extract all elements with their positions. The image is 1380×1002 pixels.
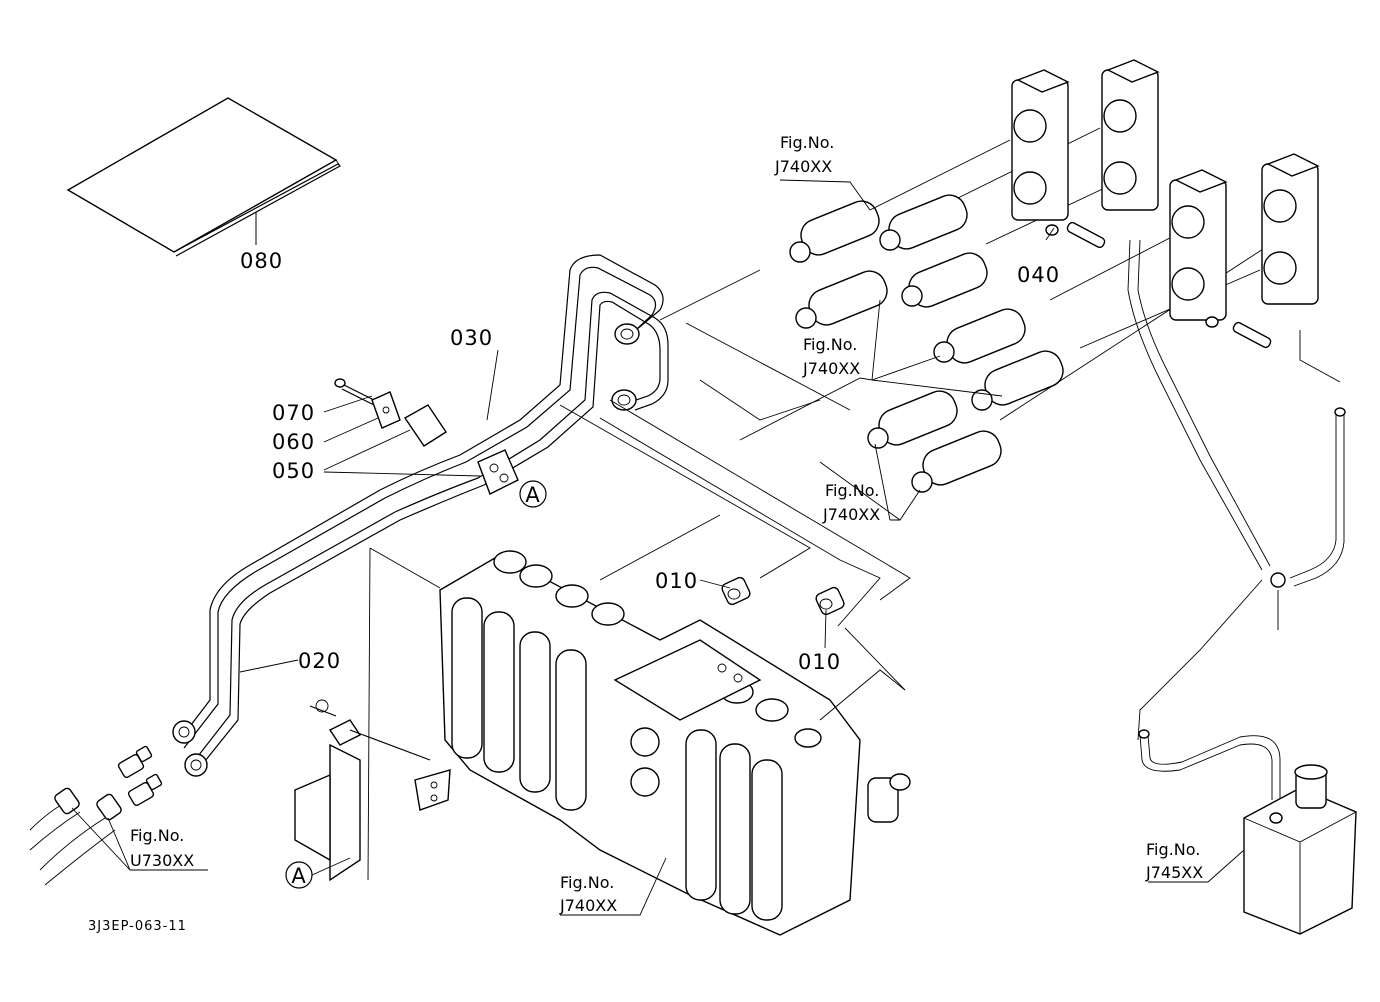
fig-ref-2[interactable]: Fig.No. J740XX — [802, 335, 860, 378]
svg-text:U730XX: U730XX — [130, 851, 194, 870]
valve-spools — [451, 597, 783, 921]
label-070: 070 — [272, 401, 315, 425]
drawing-code: 3J3EP-063-11 — [88, 919, 187, 934]
part-080-manual[interactable] — [66, 97, 341, 257]
label-060: 060 — [272, 430, 315, 454]
coupler-7 — [867, 390, 958, 449]
callout-a-bottom: A — [285, 857, 351, 889]
label-050: 050 — [272, 459, 315, 483]
housing-4 — [1261, 153, 1320, 305]
control-valve-block[interactable] — [439, 550, 911, 936]
label-040: 040 — [1017, 263, 1060, 287]
label-010-a: 010 — [655, 569, 698, 593]
housing-2 — [1101, 59, 1160, 211]
fig-ref-5[interactable]: Fig.No. U730XX — [130, 826, 194, 870]
fig-ref-1[interactable]: Fig.No. J740XX — [774, 133, 834, 176]
coupler-8 — [911, 430, 1002, 493]
svg-text:Fig.No.: Fig.No. — [825, 481, 879, 500]
svg-text:J740XX: J740XX — [802, 359, 860, 378]
svg-text:Fig.No.: Fig.No. — [780, 133, 834, 152]
svg-text:Fig.No.: Fig.No. — [560, 873, 614, 892]
part-040-pins[interactable] — [1045, 221, 1272, 349]
label-020: 020 — [298, 649, 341, 673]
hoses-u730xx — [29, 745, 163, 886]
coupler-3 — [795, 270, 888, 329]
svg-text:J745XX: J745XX — [1145, 863, 1203, 882]
part-010-adapter-b[interactable] — [814, 586, 845, 616]
leader-lines — [71, 179, 1341, 916]
adapter-fitting-a — [117, 745, 153, 779]
part-010-adapter-a[interactable] — [720, 576, 751, 606]
valve-inlet-fitting — [867, 773, 911, 823]
housing-1 — [1011, 69, 1070, 221]
drain-hoses — [1127, 239, 1346, 800]
adapter-fitting-b — [127, 773, 163, 807]
svg-text:J740XX: J740XX — [559, 896, 617, 915]
callout-a-top: A — [519, 480, 547, 508]
fig-ref-6[interactable]: Fig.No. J745XX — [1145, 840, 1203, 882]
svg-text:A: A — [291, 864, 306, 888]
part-050-clamp[interactable] — [403, 404, 519, 495]
label-080: 080 — [240, 249, 283, 273]
pipe-030-fitting-upper — [614, 323, 640, 345]
pipe-020-fitting-b — [184, 753, 208, 777]
svg-text:J740XX: J740XX — [822, 505, 880, 524]
svg-text:Fig.No.: Fig.No. — [130, 826, 184, 845]
coupler-2 — [879, 194, 968, 251]
label-010-b: 010 — [798, 650, 841, 674]
part-030-pipes[interactable] — [172, 254, 669, 777]
svg-text:A: A — [525, 483, 540, 507]
coupler-1 — [789, 200, 880, 263]
coupler-5 — [933, 308, 1026, 364]
svg-text:Fig.No.: Fig.No. — [803, 335, 857, 354]
svg-text:J740XX: J740XX — [774, 157, 832, 176]
coupler-6 — [971, 350, 1064, 411]
bracket-detail[interactable] — [294, 699, 451, 882]
pipe-020-fitting-a — [172, 720, 196, 744]
fig-ref-3[interactable]: Fig.No. J740XX — [822, 481, 880, 524]
valve-port-plate — [613, 639, 762, 797]
part-070-bolt[interactable] — [334, 378, 379, 407]
quick-couplers[interactable] — [789, 127, 1281, 493]
fig-ref-4[interactable]: Fig.No. J740XX — [559, 873, 617, 915]
label-030: 030 — [450, 326, 493, 350]
housing-3 — [1169, 169, 1228, 321]
coupler-housings[interactable] — [1011, 59, 1320, 321]
pipe-030-fitting-lower — [611, 389, 637, 411]
coupler-4 — [901, 252, 988, 308]
svg-text:Fig.No.: Fig.No. — [1146, 840, 1200, 859]
part-060-plate[interactable] — [371, 391, 401, 429]
reservoir-j745xx — [1243, 764, 1357, 935]
